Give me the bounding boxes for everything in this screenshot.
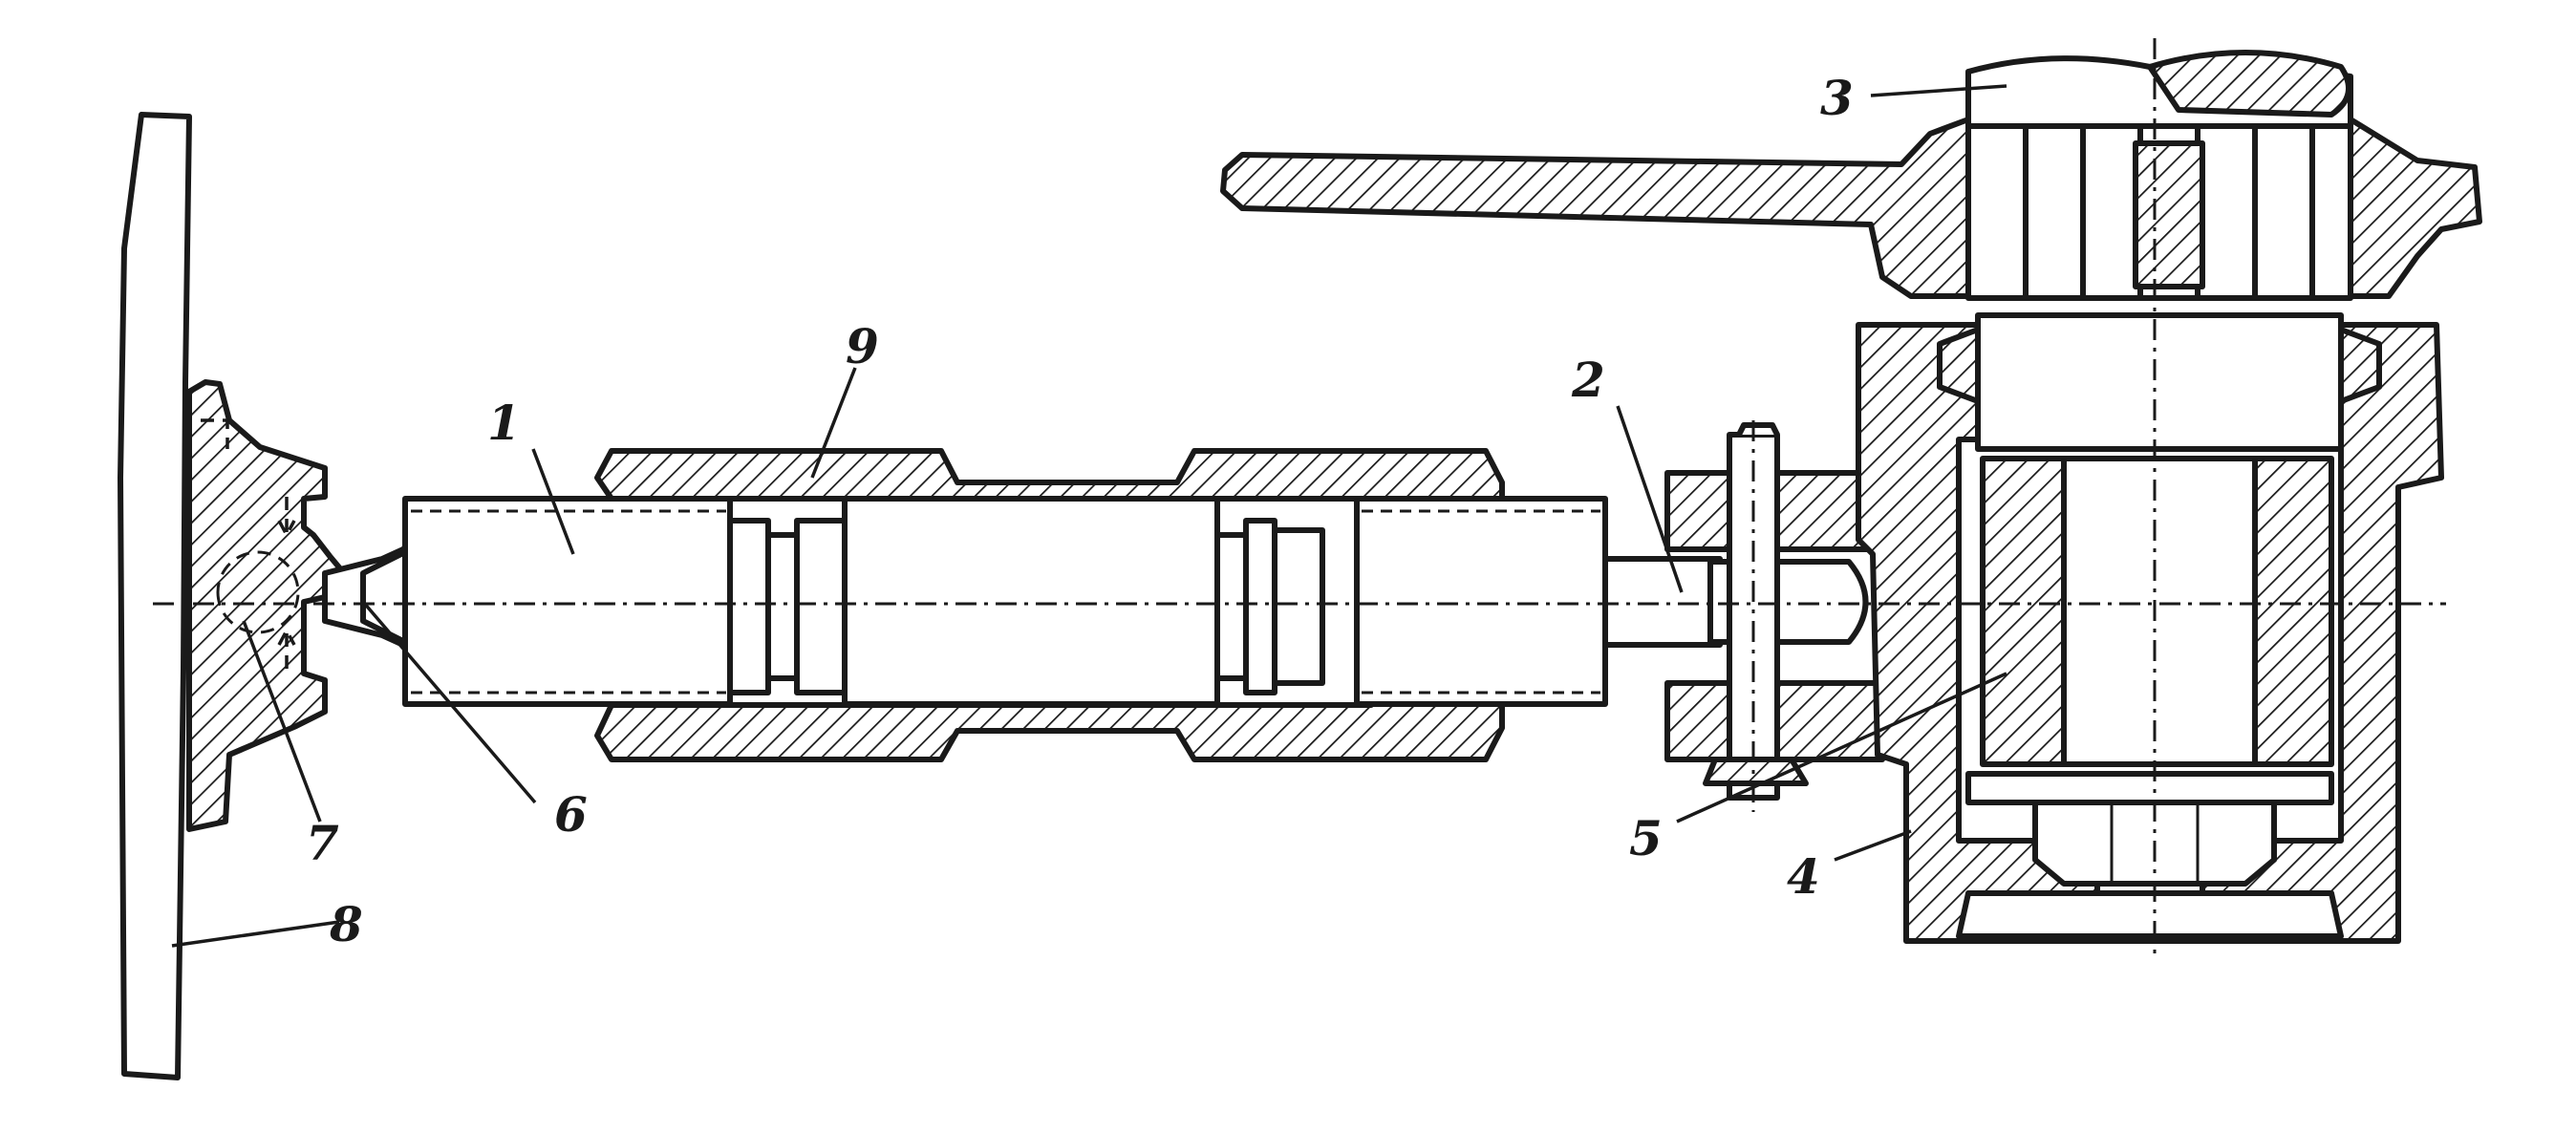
- callout-part-3: 3: [1820, 70, 1854, 126]
- callout-part-7: 7: [306, 815, 339, 871]
- callout-part-5: 5: [1629, 810, 1663, 866]
- callout-part-6: 6: [554, 786, 588, 843]
- ratchet-lever: [1220, 50, 2482, 301]
- callout-labels: 1 2 3 4 5 6 7 8 9: [306, 70, 1854, 952]
- callout-part-4: 4: [1787, 848, 1820, 905]
- center-lines: [153, 38, 2446, 955]
- callout-part-9: 9: [846, 318, 879, 374]
- leader-lines: [171, 84, 2007, 948]
- turnbuckle-body: [594, 448, 1608, 762]
- callout-part-1: 1: [487, 395, 521, 451]
- callout-part-2: 2: [1571, 352, 1605, 408]
- inner-bush: [1937, 312, 2382, 452]
- left-screw-sleeve: [402, 496, 733, 707]
- callout-part-8: 8: [329, 896, 363, 952]
- wall-plate: [118, 112, 192, 1080]
- clevis-fork: [1602, 420, 1885, 812]
